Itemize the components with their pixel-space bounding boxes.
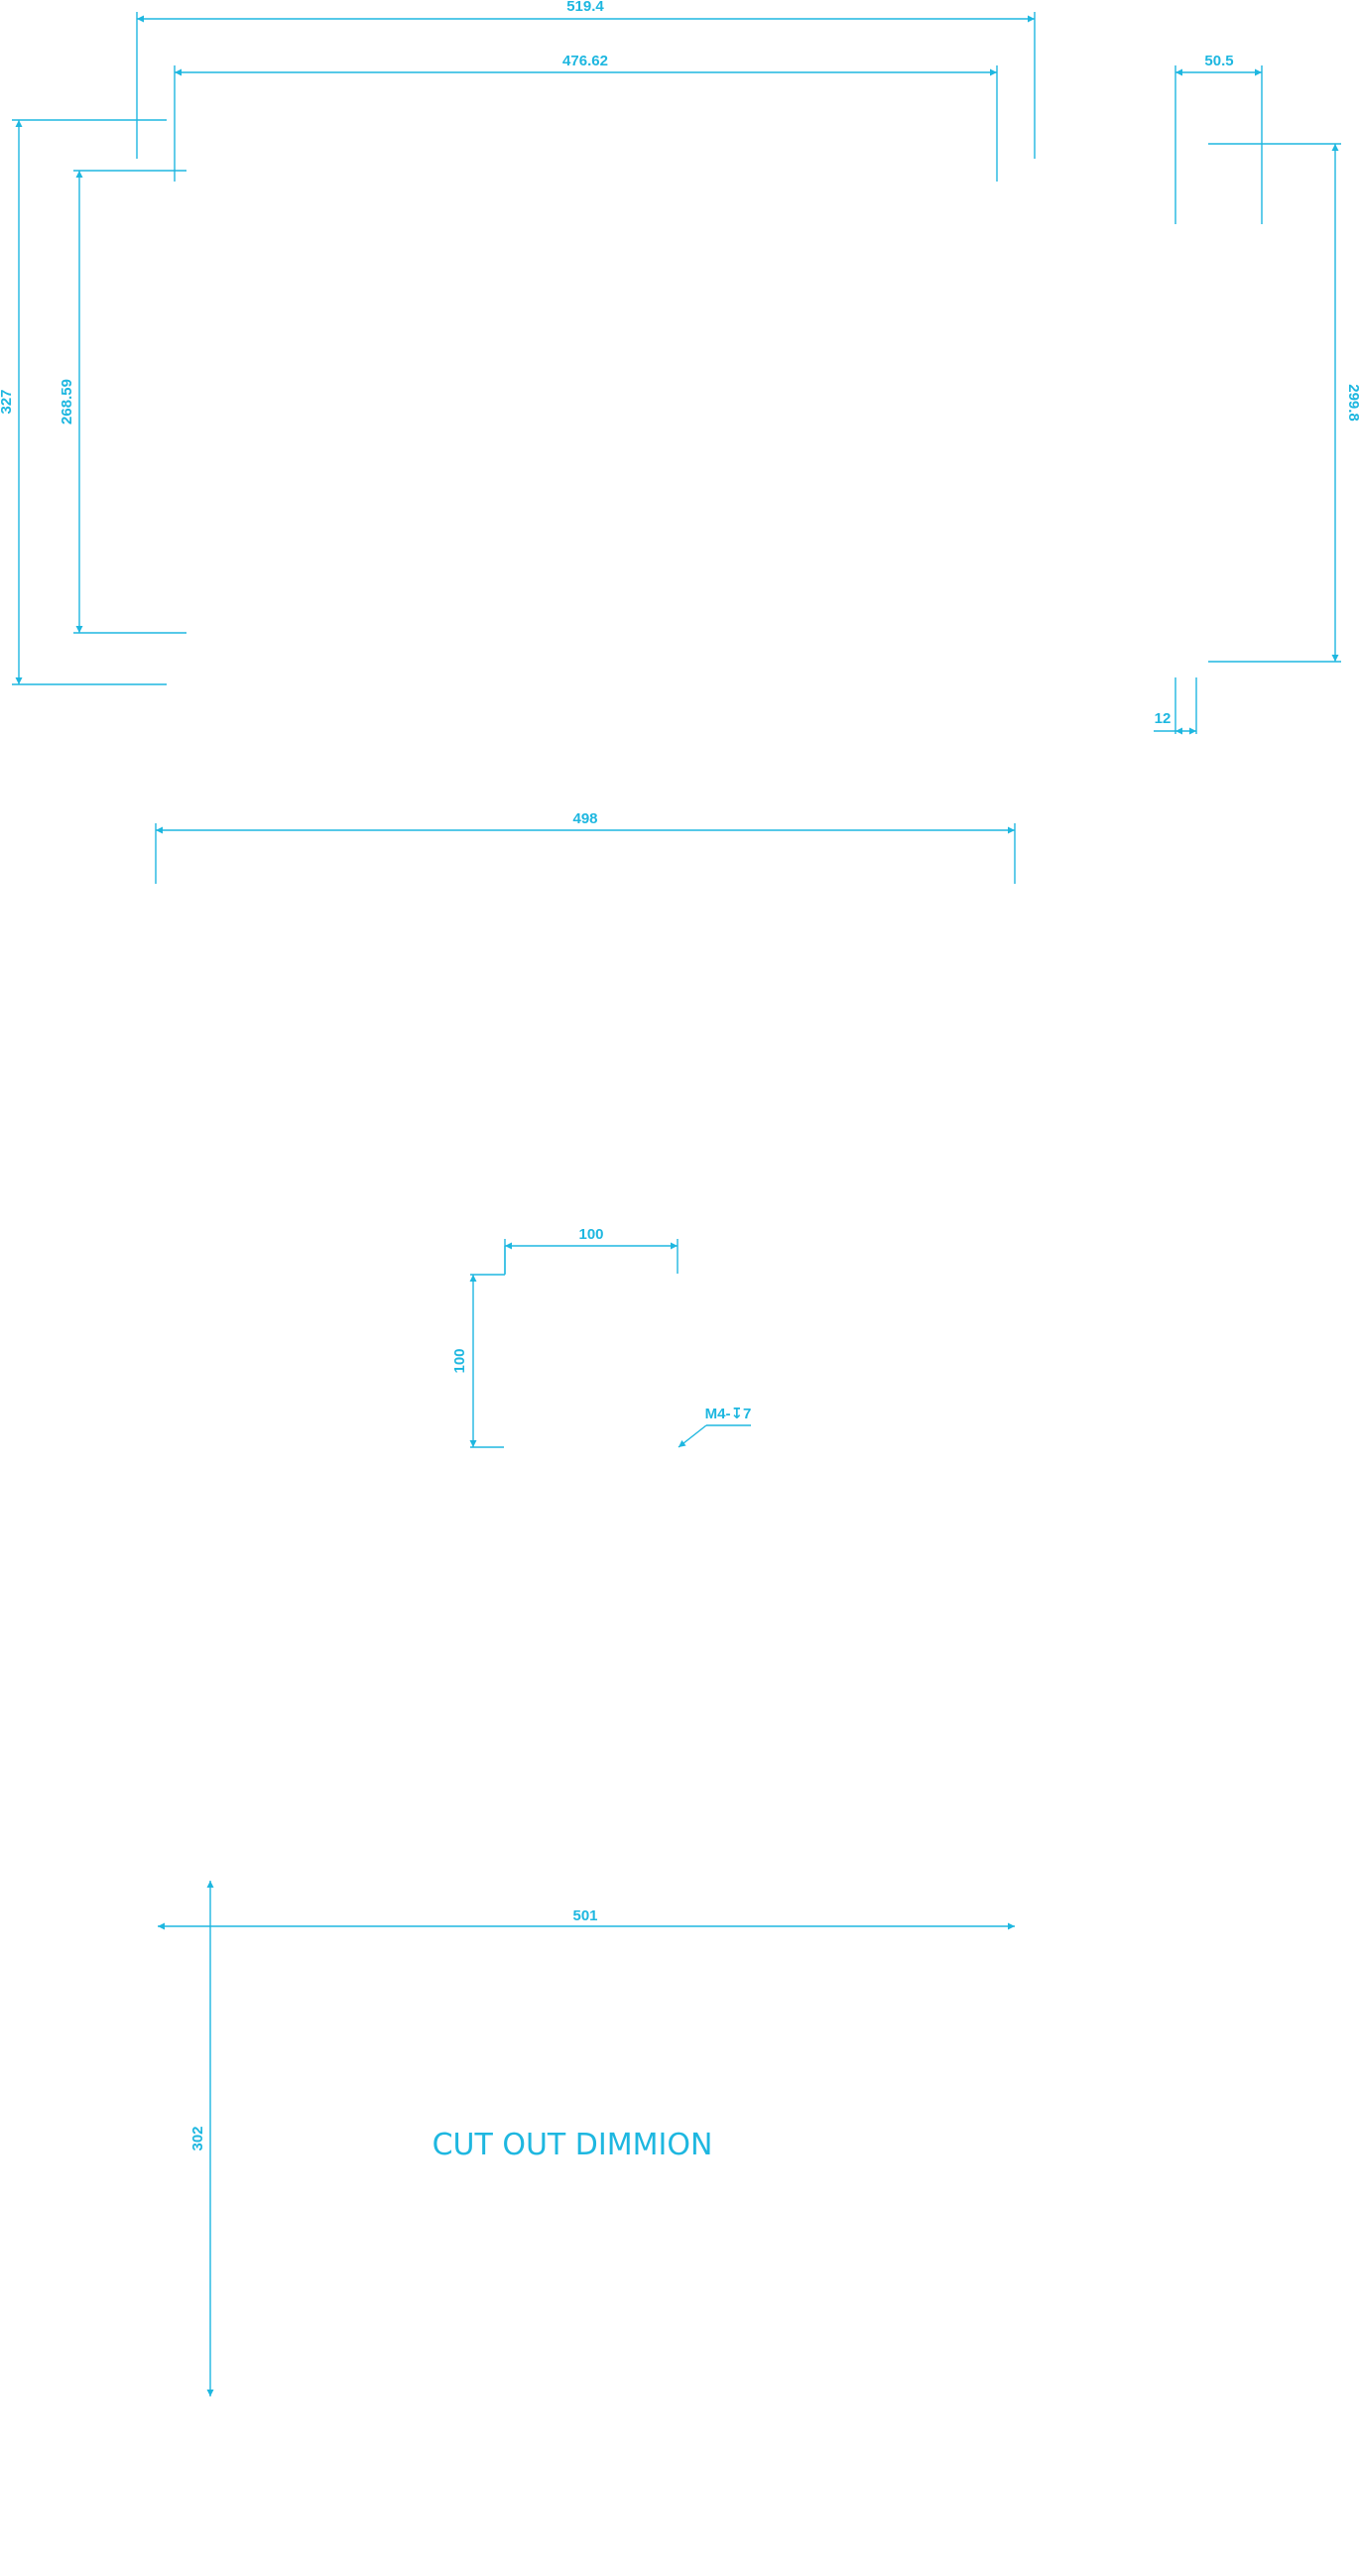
dim-vesa-horizontal bbox=[504, 1239, 679, 1274]
label-rear-width: 498 bbox=[572, 810, 597, 827]
dim-front-overall-height bbox=[12, 119, 167, 685]
label-front-overall-width: 519.4 bbox=[566, 0, 604, 15]
dim-front-panel-height bbox=[73, 170, 186, 634]
label-screw-callout: M4-↧7 bbox=[705, 1406, 752, 1422]
dim-front-panel-width bbox=[174, 65, 998, 182]
dim-rear-width bbox=[155, 823, 1016, 884]
label-vesa-vertical: 100 bbox=[451, 1348, 468, 1373]
cutout-caption: CUT OUT DIMMION bbox=[432, 2128, 713, 2162]
dim-side-bezel bbox=[1154, 677, 1197, 735]
label-front-panel-height: 268.59 bbox=[59, 379, 75, 425]
label-vesa-horizontal: 100 bbox=[578, 1226, 603, 1243]
label-front-panel-width: 476.62 bbox=[562, 53, 608, 69]
label-side-depth: 50.5 bbox=[1204, 53, 1233, 69]
label-side-bezel: 12 bbox=[1155, 710, 1172, 727]
dim-front-overall-width bbox=[136, 12, 1036, 159]
dim-side-height bbox=[1208, 143, 1341, 663]
label-front-overall-height: 327 bbox=[0, 389, 15, 414]
label-cutout-height: 302 bbox=[189, 2126, 206, 2150]
dim-vesa-vertical bbox=[469, 1246, 506, 1448]
label-cutout-width: 501 bbox=[572, 1907, 597, 1924]
screw-leader bbox=[678, 1424, 751, 1448]
label-side-height: 299.8 bbox=[1345, 384, 1359, 422]
dim-side-depth bbox=[1174, 65, 1263, 224]
